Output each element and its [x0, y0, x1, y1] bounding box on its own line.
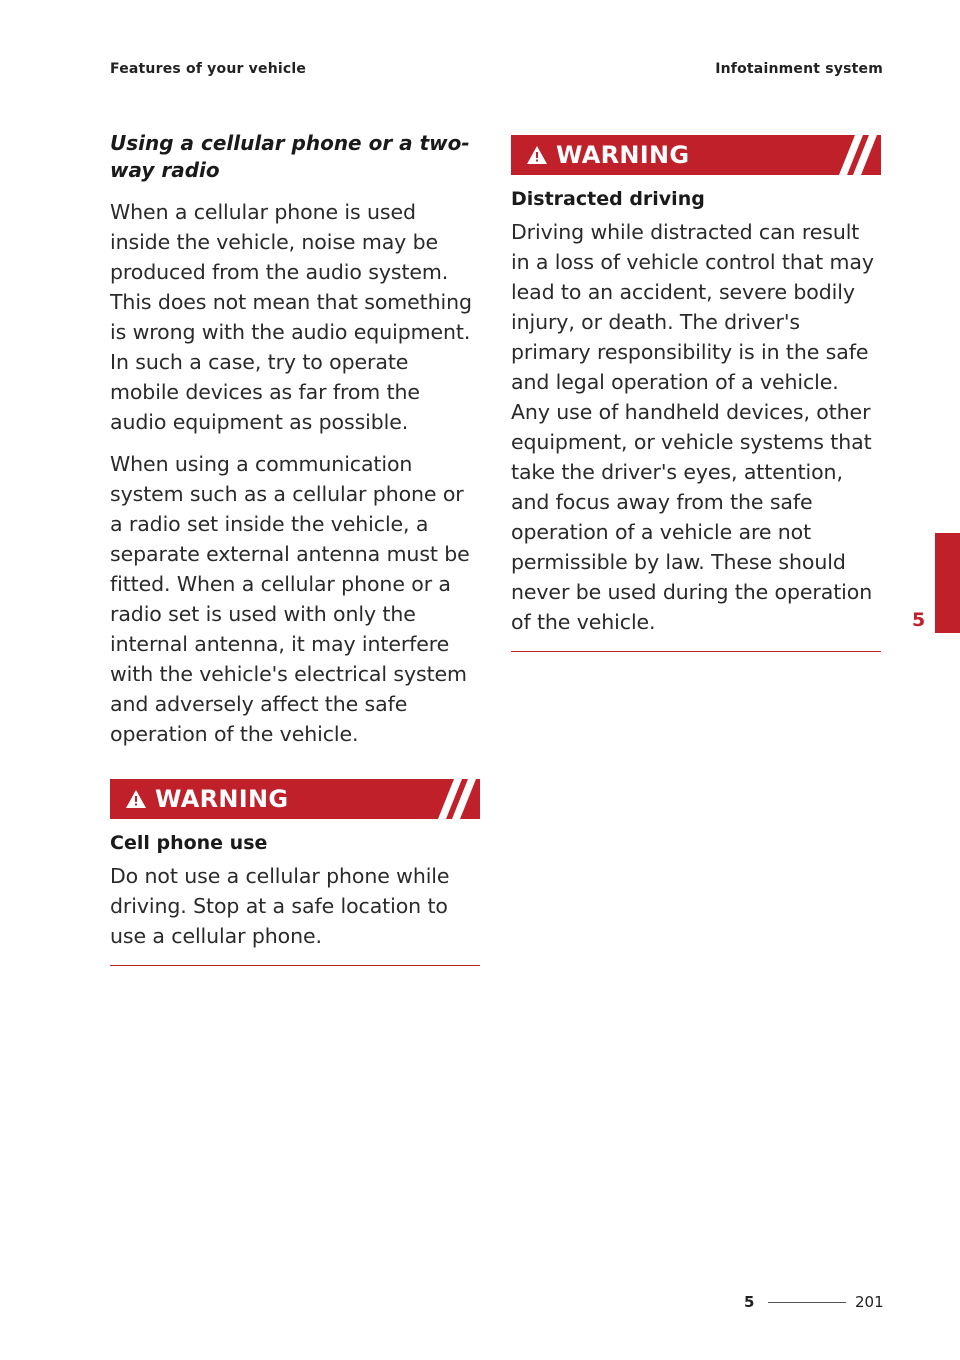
warning-label: WARNING	[556, 141, 690, 169]
warning-text: Driving while distracted can result in a…	[511, 220, 874, 634]
running-header-left: Features of your vehicle	[110, 61, 307, 77]
page-number: 201	[855, 1293, 884, 1311]
warning-text: Do not use a cellular phone while drivin…	[110, 864, 450, 948]
footer-divider	[768, 1302, 846, 1303]
running-header-right: Infotainment system	[715, 61, 883, 77]
paragraph-antenna: When using a communication system such a…	[110, 452, 470, 746]
warning-label: WARNING	[155, 785, 289, 813]
section-title: Using a cellular phone or a two-way radi…	[110, 131, 470, 182]
footer-chapter: 5	[744, 1293, 755, 1311]
warning-subtitle: Distracted driving	[511, 188, 705, 210]
warning-box-cell-phone: WARNING Cell phone use Do not use a cell…	[110, 779, 480, 966]
warning-triangle-icon	[125, 787, 149, 811]
chapter-side-tab	[935, 533, 960, 633]
diagonal-stripes-icon	[825, 135, 881, 175]
warning-divider	[110, 965, 480, 966]
warning-subtitle: Cell phone use	[110, 832, 268, 854]
chapter-side-number: 5	[912, 609, 926, 631]
warning-divider	[511, 651, 881, 652]
right-column: WARNING Distracted driving Driving while…	[511, 135, 881, 652]
warning-banner: WARNING	[511, 135, 881, 175]
warning-triangle-icon	[526, 143, 550, 167]
left-column: Using a cellular phone or a two-way radi…	[110, 130, 480, 966]
paragraph-noise: When a cellular phone is used inside the…	[110, 200, 472, 434]
diagonal-stripes-icon	[424, 779, 480, 819]
warning-banner: WARNING	[110, 779, 480, 819]
warning-box-distracted-driving: WARNING Distracted driving Driving while…	[511, 135, 881, 652]
